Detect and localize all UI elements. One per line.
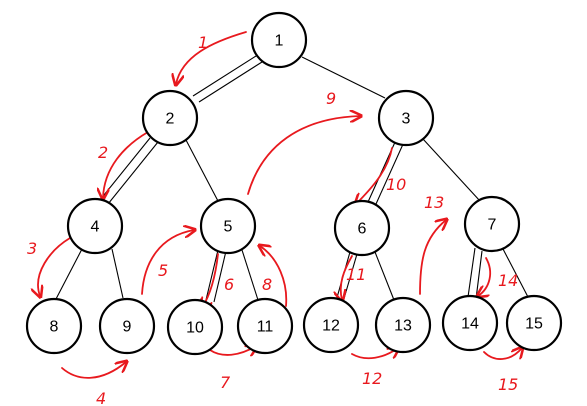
node-label-1: 1 bbox=[275, 33, 284, 50]
edge-1-2 bbox=[192, 55, 257, 97]
tree-edges bbox=[55, 55, 529, 303]
step-label-14: 14 bbox=[498, 271, 518, 290]
traversal-arrow-4 bbox=[61, 362, 126, 379]
step-label-7: 7 bbox=[220, 373, 231, 392]
tree-node-1: 1 bbox=[250, 11, 308, 69]
step-labels: 1 2 3 4 5 6 7 8 9 10 11 12 13 14 15 bbox=[27, 33, 518, 406]
node-label-12: 12 bbox=[322, 318, 340, 335]
edge-5-10 bbox=[205, 249, 219, 301]
traversal-arrow-5 bbox=[141, 230, 194, 295]
step-label-3: 3 bbox=[27, 239, 37, 258]
edge-7-14-b bbox=[475, 250, 483, 300]
node-label-4: 4 bbox=[91, 219, 100, 236]
traversal-arrow-8 bbox=[260, 246, 288, 307]
tree-node-6: 6 bbox=[333, 199, 391, 257]
node-label-6: 6 bbox=[358, 221, 367, 238]
step-label-9: 9 bbox=[326, 89, 336, 108]
traversal-arrow-3 bbox=[38, 237, 71, 296]
step-label-8: 8 bbox=[262, 275, 272, 294]
step-label-2: 2 bbox=[98, 143, 108, 162]
tree-node-13: 13 bbox=[374, 296, 432, 354]
node-label-10: 10 bbox=[186, 320, 204, 337]
step-label-13: 13 bbox=[424, 193, 444, 212]
traversal-arrow-9 bbox=[247, 116, 360, 195]
node-label-13: 13 bbox=[394, 318, 412, 335]
edge-3-6-b bbox=[375, 141, 405, 205]
edge-5-10-b bbox=[213, 250, 227, 303]
edge-1-3 bbox=[301, 56, 386, 99]
node-label-5: 5 bbox=[224, 219, 233, 236]
traversal-arrow-13 bbox=[419, 220, 446, 295]
traversal-arrow-14 bbox=[478, 257, 492, 296]
tree-nodes: 1 2 3 4 5 6 7 8 bbox=[25, 11, 563, 356]
edge-7-15 bbox=[502, 248, 529, 298]
step-label-12: 12 bbox=[362, 369, 382, 388]
tree-node-8: 8 bbox=[25, 297, 83, 355]
edge-7-14 bbox=[467, 247, 476, 298]
tree-node-10: 10 bbox=[166, 298, 224, 356]
edge-5-11 bbox=[241, 249, 259, 301]
tree-node-12: 12 bbox=[302, 296, 360, 354]
traversal-arrow-2 bbox=[103, 131, 149, 198]
node-label-14: 14 bbox=[461, 316, 479, 333]
step-label-10: 10 bbox=[386, 175, 406, 194]
tree-node-2: 2 bbox=[141, 89, 199, 147]
tree-node-11: 11 bbox=[236, 297, 294, 355]
step-label-11: 11 bbox=[346, 265, 366, 284]
node-label-8: 8 bbox=[50, 319, 59, 336]
traversal-arrow-15 bbox=[483, 348, 522, 360]
step-label-5: 5 bbox=[158, 261, 168, 280]
node-label-7: 7 bbox=[488, 217, 497, 234]
traversal-arrow-11 bbox=[341, 255, 353, 300]
node-label-3: 3 bbox=[402, 111, 411, 128]
tree-node-7: 7 bbox=[463, 195, 521, 253]
step-label-6: 6 bbox=[224, 275, 234, 294]
node-label-2: 2 bbox=[166, 111, 175, 128]
edge-2-4-b bbox=[107, 141, 159, 205]
tree-node-9: 9 bbox=[98, 297, 156, 355]
step-label-4: 4 bbox=[96, 389, 106, 406]
tree-node-5: 5 bbox=[199, 197, 257, 255]
traversal-arrow-1 bbox=[176, 31, 247, 84]
tree-node-14: 14 bbox=[441, 294, 499, 352]
edge-4-8 bbox=[55, 248, 83, 300]
edge-6-13 bbox=[374, 251, 395, 301]
traversal-arrow-10 bbox=[356, 147, 393, 204]
node-label-9: 9 bbox=[123, 319, 132, 336]
edge-2-5 bbox=[185, 139, 219, 202]
node-label-11: 11 bbox=[257, 319, 274, 336]
step-label-1: 1 bbox=[198, 33, 208, 52]
edge-4-9 bbox=[111, 248, 124, 299]
node-label-15: 15 bbox=[525, 316, 543, 333]
edge-1-2-b bbox=[198, 61, 263, 103]
edge-3-7 bbox=[422, 138, 481, 202]
step-label-15: 15 bbox=[498, 375, 518, 394]
tree-node-4: 4 bbox=[66, 197, 124, 255]
tree-node-15: 15 bbox=[505, 294, 563, 352]
tree-node-3: 3 bbox=[377, 89, 435, 147]
